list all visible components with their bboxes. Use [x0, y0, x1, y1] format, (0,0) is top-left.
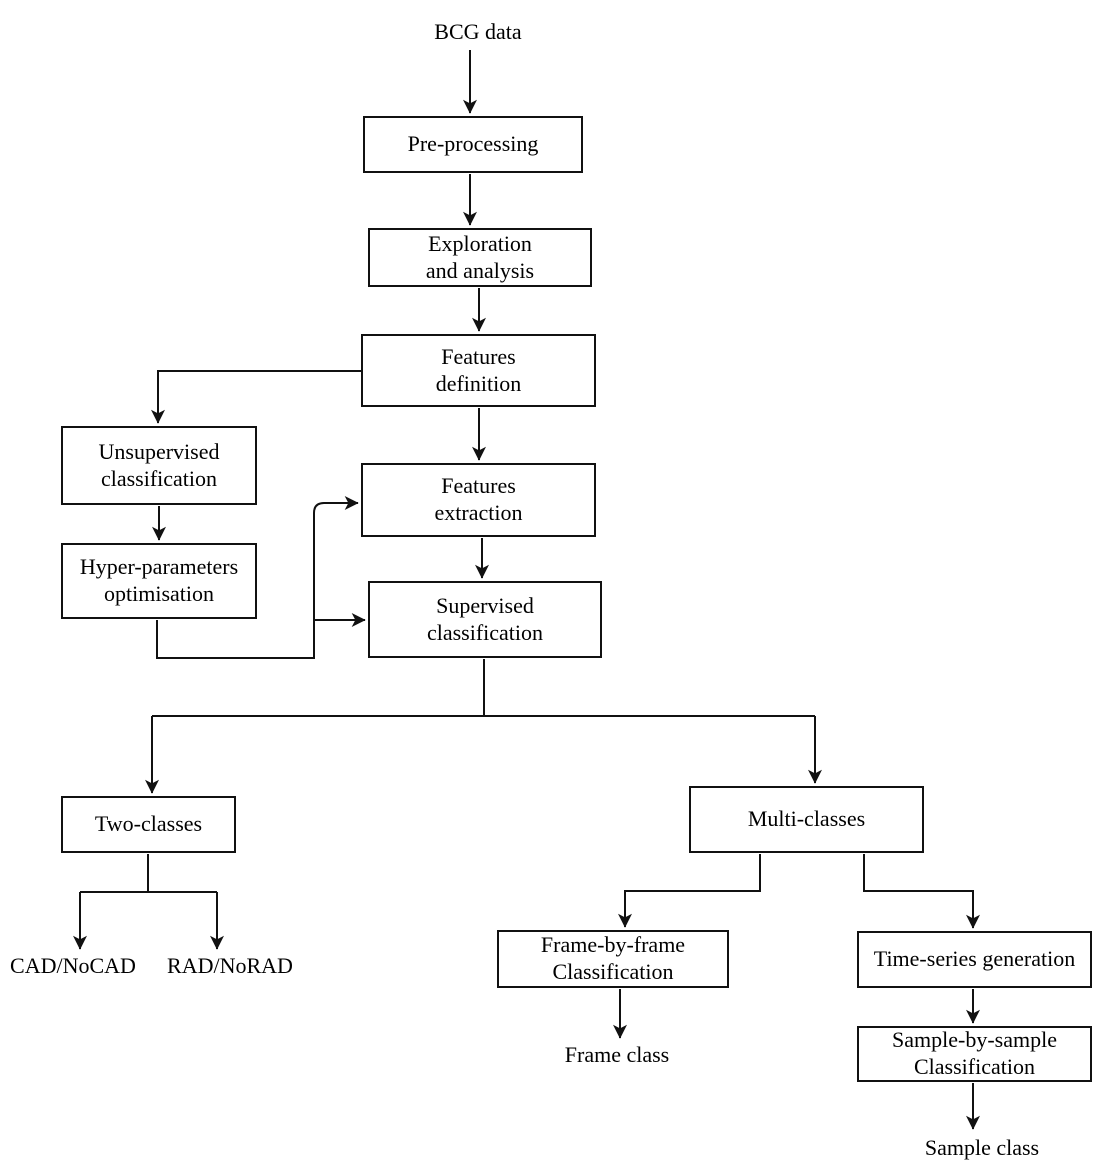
edge-featuresdefinition-unsupervised — [151, 370, 361, 424]
node-features-extraction: Features extraction — [361, 463, 596, 537]
node-multi-classes: Multi-classes — [689, 786, 924, 853]
node-exploration-and-analysis: Exploration and analysis — [368, 228, 592, 287]
node-two-classes: Two-classes — [61, 796, 236, 853]
node-features-definition: Features definition — [361, 334, 596, 407]
node-rad-norad: RAD/NoRAD — [167, 953, 293, 978]
node-sample-class: Sample class — [924, 1135, 1040, 1160]
node-pre-processing: Pre-processing — [363, 116, 583, 173]
node-supervised-classification: Supervised classification — [368, 581, 602, 658]
node-cad-nocad: CAD/NoCAD — [10, 953, 136, 978]
node-bcg-data: BCG data — [434, 19, 522, 44]
node-sample-by-sample-classification: Sample-by-sample Classification — [857, 1026, 1092, 1082]
node-time-series-generation: Time-series generation — [857, 931, 1092, 988]
node-frame-by-frame-classification: Frame-by-frame Classification — [497, 930, 729, 988]
edge-hyperparameters-featuresextraction — [156, 496, 359, 659]
node-frame-class: Frame class — [564, 1042, 670, 1067]
node-hyper-parameters-optimisation: Hyper-parameters optimisation — [61, 543, 257, 619]
edge-multiclasses-framebyframe — [618, 854, 761, 928]
node-unsupervised-classification: Unsupervised classification — [61, 426, 257, 505]
edge-multiclasses-timeseries — [863, 854, 980, 929]
